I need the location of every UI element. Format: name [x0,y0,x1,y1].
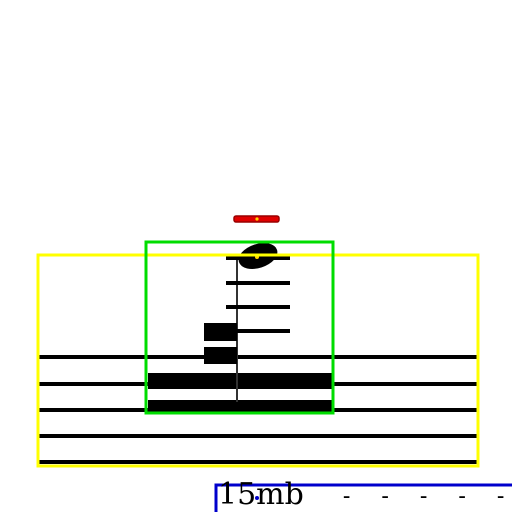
label-marker [255,496,259,500]
outer-bounding-box [36,253,480,468]
note-bounding-box [144,240,335,415]
flags [204,323,237,364]
dashed-line: - - - - - [340,484,512,509]
measure-label: 15mb [218,477,304,512]
beams [148,373,332,411]
beam-lower [148,400,332,411]
flag-block-1 [204,323,237,341]
label-bounding-box [214,483,512,512]
ledger-lines [226,256,290,333]
flag-block-2 [204,347,237,364]
accidental-marker [255,217,259,221]
beam-upper [148,373,332,389]
